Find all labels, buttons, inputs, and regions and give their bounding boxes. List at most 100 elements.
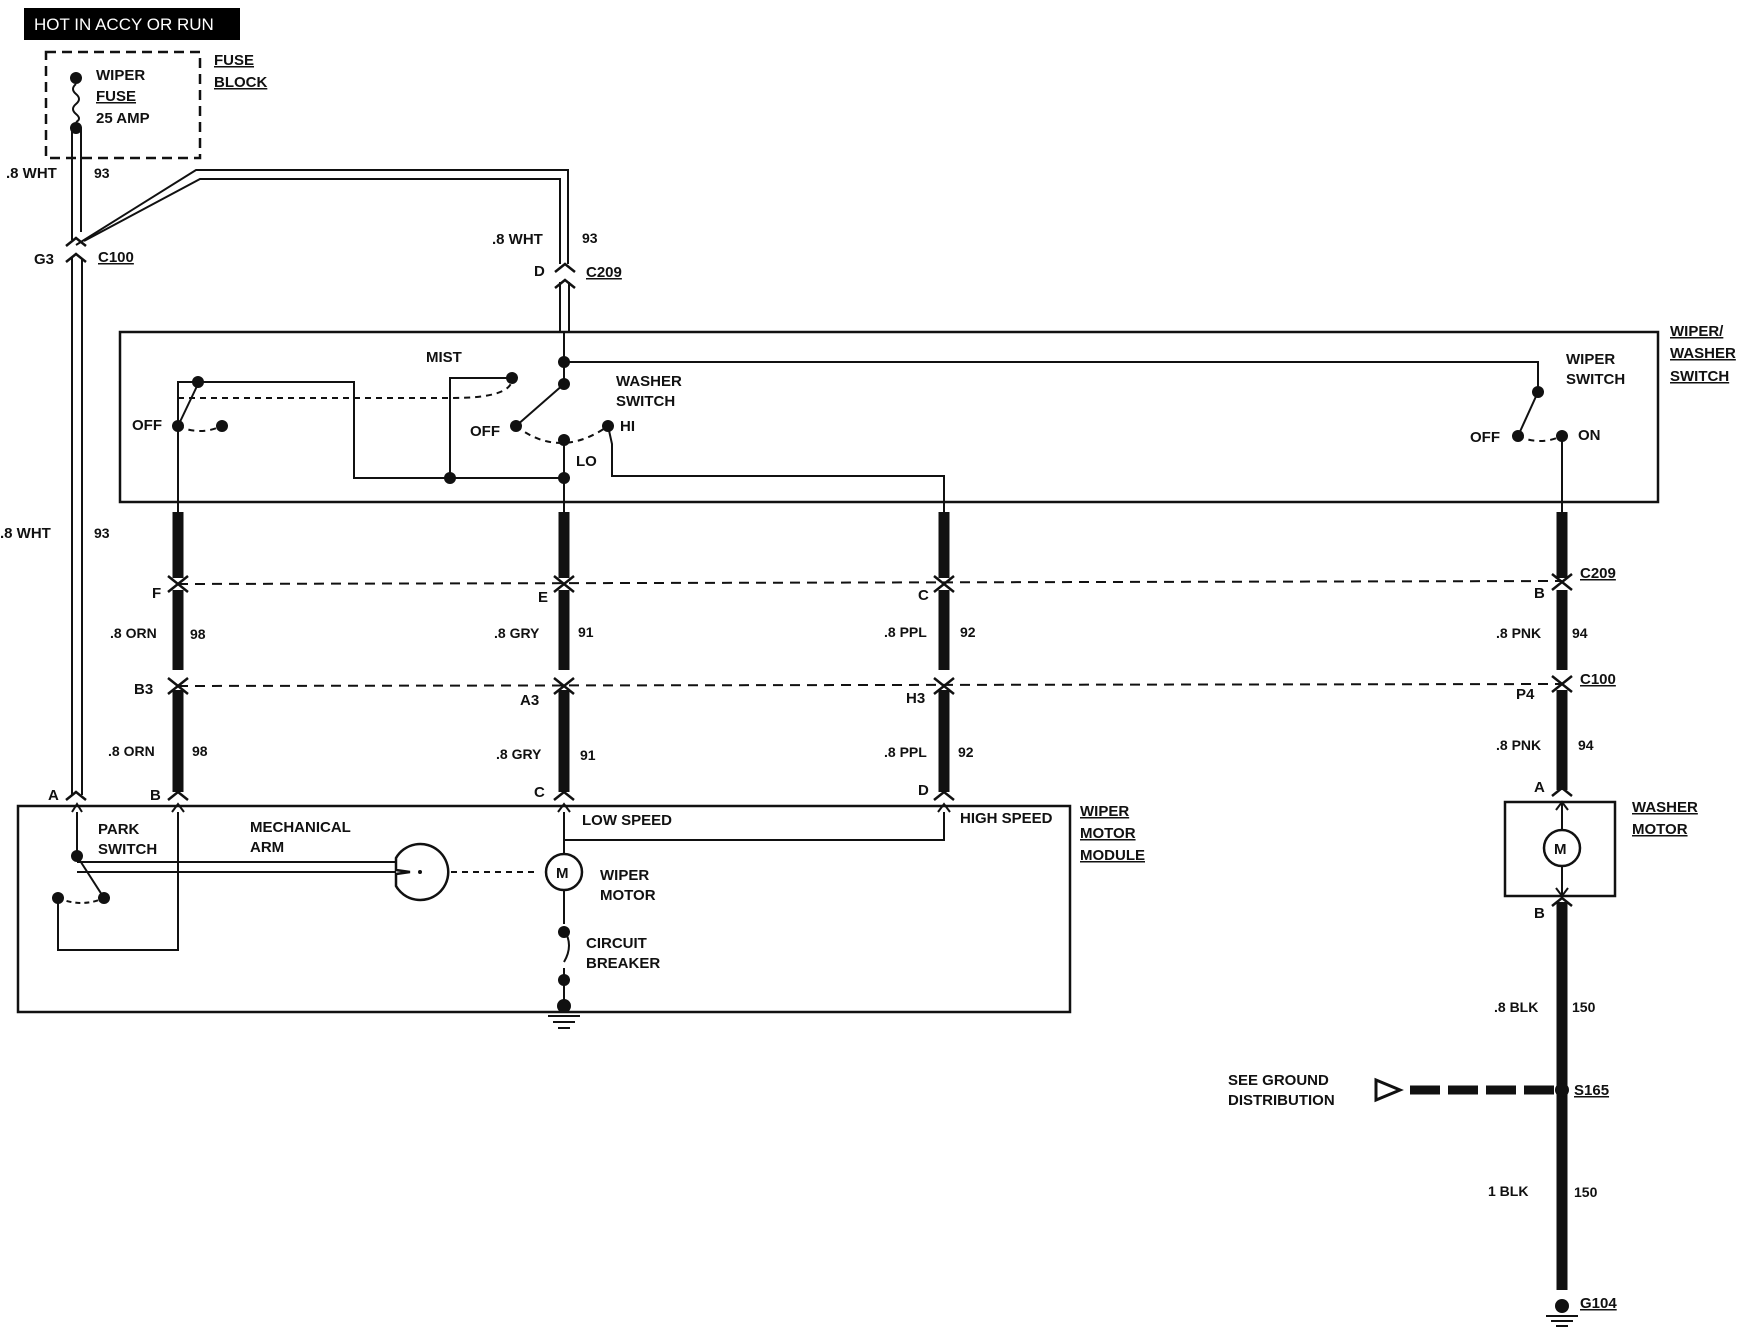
wire-label-ppl-lower: .8 PPL bbox=[884, 744, 927, 760]
motor-module-title-2: MOTOR bbox=[1080, 825, 1136, 842]
module-pin-c: C bbox=[534, 784, 545, 801]
switch-label-off-right: OFF bbox=[1470, 429, 1500, 446]
switch-panel-internal-wiring bbox=[177, 332, 1563, 512]
module-pin-b: B bbox=[150, 787, 161, 804]
circuit-breaker-label-2: BREAKER bbox=[586, 955, 660, 972]
switch-panel-title-2: WASHER bbox=[1670, 345, 1736, 362]
wire-num-blk-upper: 150 bbox=[1572, 999, 1596, 1015]
connector-c100-top-pin: G3 bbox=[34, 251, 54, 268]
washer-motor-title-2: MOTOR bbox=[1632, 821, 1688, 838]
fuse-block-title-2: BLOCK bbox=[214, 74, 267, 91]
mechanical-arm-label-2: ARM bbox=[250, 839, 284, 856]
ground-distribution-arrow bbox=[1374, 1077, 1404, 1103]
wire-num-blk-lower: 150 bbox=[1574, 1184, 1598, 1200]
switch-panel-nodes bbox=[172, 356, 1568, 484]
module-pin-a: A bbox=[48, 787, 59, 804]
mechanical-arm-cam bbox=[394, 842, 450, 902]
park-switch-node bbox=[71, 850, 83, 862]
wire-label-pnk-upper: .8 PNK bbox=[1496, 625, 1541, 641]
wiper-motor-icon bbox=[544, 852, 584, 892]
wire-label-gry-upper: .8 GRY bbox=[494, 625, 540, 641]
park-switch-node-right bbox=[98, 892, 110, 904]
fuse-label-3: 25 AMP bbox=[96, 110, 150, 127]
splice-s165-node bbox=[1555, 1083, 1569, 1097]
wire-label-orn-upper: .8 ORN bbox=[110, 625, 157, 641]
pin-a3: A3 bbox=[520, 692, 539, 709]
washer-pin-b: B bbox=[1534, 905, 1545, 922]
motor-module-title-1: WIPER bbox=[1080, 803, 1129, 820]
motor-module-internal-wiring bbox=[57, 802, 951, 1004]
washer-motor-outline bbox=[1503, 800, 1617, 898]
wire-num-ppl-upper: 92 bbox=[960, 624, 976, 640]
breaker-terminal-top bbox=[558, 926, 570, 938]
connector-c209-top-pin: D bbox=[534, 263, 545, 280]
pin-h3: H3 bbox=[906, 690, 925, 707]
wire-label-blk-lower: 1 BLK bbox=[1488, 1183, 1528, 1199]
wiper-motor-symbol: M bbox=[556, 865, 569, 882]
splice-s165-label: S165 bbox=[1574, 1082, 1609, 1099]
connector-row-c209 bbox=[177, 580, 1563, 585]
wire-num-gry-lower: 91 bbox=[580, 747, 596, 763]
wire-label-wht-top: .8 WHT bbox=[6, 165, 57, 182]
switch-panel-outline bbox=[118, 330, 1660, 504]
wire-label-wht-mid: .8 WHT bbox=[0, 525, 51, 542]
wire-num-orn-upper: 98 bbox=[190, 626, 206, 642]
wire-num-pnk-upper: 94 bbox=[1572, 625, 1588, 641]
switch-label-hi: HI bbox=[620, 418, 635, 435]
wire-93-feed bbox=[71, 128, 570, 795]
washer-motor-title-1: WASHER bbox=[1632, 799, 1698, 816]
pin-c: C bbox=[918, 587, 929, 604]
pin-e: E bbox=[538, 589, 548, 606]
switch-label-off-center: OFF bbox=[470, 423, 500, 440]
harness-wires bbox=[172, 512, 1568, 1290]
see-ground-label-2: DISTRIBUTION bbox=[1228, 1092, 1335, 1109]
wire-num-gry-upper: 91 bbox=[578, 624, 594, 640]
washer-pin-a: A bbox=[1534, 779, 1545, 796]
fuse-terminal-top bbox=[70, 72, 82, 84]
park-switch-label-1: PARK bbox=[98, 821, 140, 838]
connector-c100-top-label: C100 bbox=[98, 249, 134, 266]
wire-num-wht-mid: 93 bbox=[94, 525, 110, 541]
wire-num-wht-c209: 93 bbox=[582, 230, 598, 246]
connector-chevrons bbox=[65, 573, 1573, 907]
switch-label-mist: MIST bbox=[426, 349, 462, 366]
pin-p4: P4 bbox=[1516, 686, 1535, 703]
wire-label-pnk-lower: .8 PNK bbox=[1496, 737, 1541, 753]
header-box bbox=[24, 8, 240, 40]
wire-num-pnk-lower: 94 bbox=[1578, 737, 1594, 753]
motor-module-title-3: MODULE bbox=[1080, 847, 1145, 864]
park-switch-label-2: SWITCH bbox=[98, 841, 157, 858]
fuse-icon bbox=[72, 83, 80, 123]
see-ground-label-1: SEE GROUND bbox=[1228, 1072, 1329, 1089]
pin-b: B bbox=[1534, 585, 1545, 602]
wire-num-ppl-lower: 92 bbox=[958, 744, 974, 760]
wire-label-ppl-upper: .8 PPL bbox=[884, 624, 927, 640]
switch-label-lo: LO bbox=[576, 453, 597, 470]
cam-pivot bbox=[418, 870, 422, 874]
pin-b3: B3 bbox=[134, 681, 153, 698]
washer-switch-label-1: WASHER bbox=[616, 373, 682, 390]
wire-label-wht-c209: .8 WHT bbox=[492, 231, 543, 248]
high-speed-label: HIGH SPEED bbox=[960, 810, 1053, 827]
connector-row-c100 bbox=[177, 683, 1563, 687]
switch-panel-title-1: WIPER/ bbox=[1670, 323, 1724, 340]
wiper-motor-label-1: WIPER bbox=[600, 867, 649, 884]
wiper-switch-label-2: SWITCH bbox=[1566, 371, 1625, 388]
park-switch-node-left bbox=[52, 892, 64, 904]
wiper-motor-label-2: MOTOR bbox=[600, 887, 656, 904]
module-pin-d: D bbox=[918, 782, 929, 799]
washer-motor-icon bbox=[1542, 828, 1582, 868]
pin-f: F bbox=[152, 585, 161, 602]
wiper-switch-label-1: WIPER bbox=[1566, 351, 1615, 368]
washer-motor-internal bbox=[1555, 800, 1569, 898]
circuit-breaker-label-1: CIRCUIT bbox=[586, 935, 647, 952]
wire-label-orn-lower: .8 ORN bbox=[108, 743, 155, 759]
fuse-label-1: WIPER bbox=[96, 67, 145, 84]
breaker-terminal-bottom bbox=[558, 974, 570, 986]
module-ground-icon bbox=[548, 999, 580, 1029]
switch-panel-title-3: SWITCH bbox=[1670, 368, 1729, 385]
wire-num-wht-top: 93 bbox=[94, 165, 110, 181]
connector-c209-top-label: C209 bbox=[586, 264, 622, 281]
washer-switch-label-2: SWITCH bbox=[616, 393, 675, 410]
